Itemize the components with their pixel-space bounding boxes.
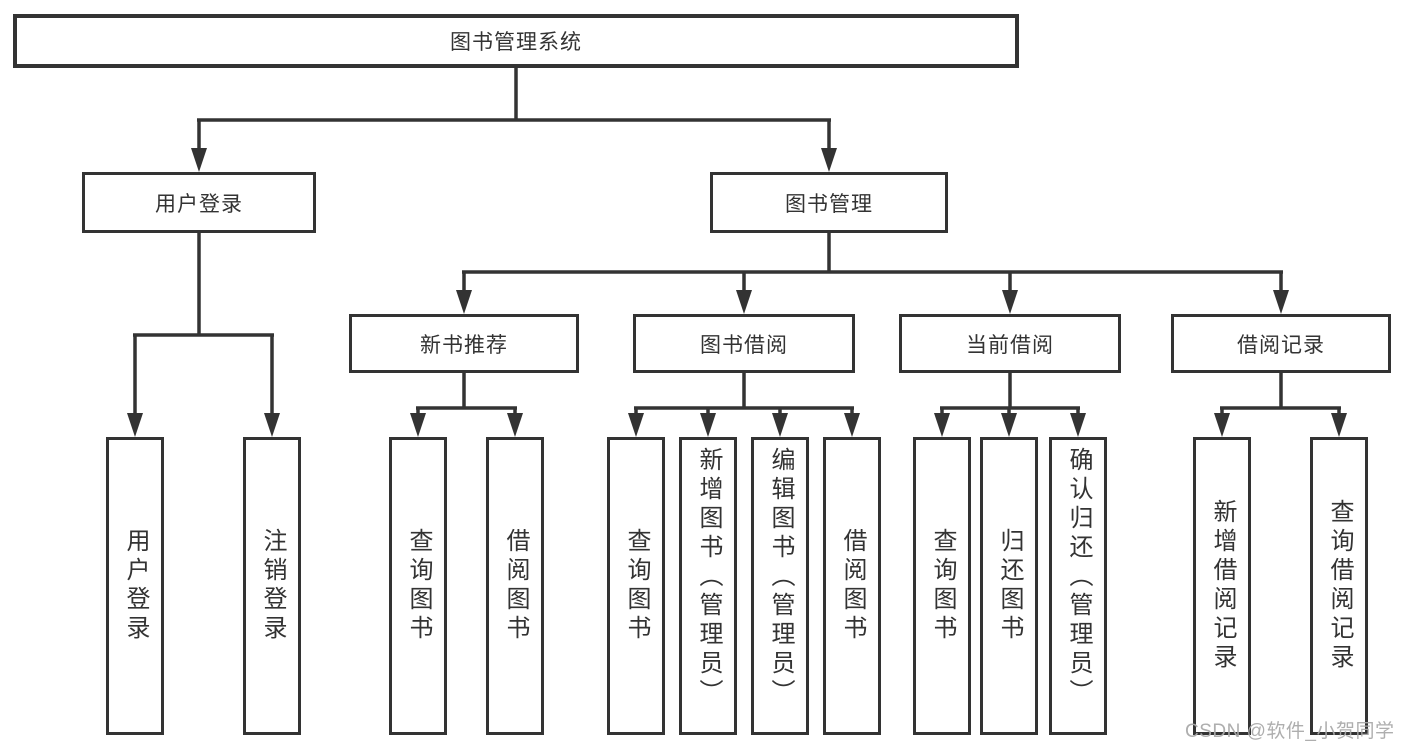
leaf-query-books-3: 查询图书 (913, 437, 971, 735)
leaf-edit-books-admin: 编辑图书（管理员） (751, 437, 809, 735)
arrow-down-icon (1214, 413, 1230, 437)
arrow-down-icon (772, 413, 788, 437)
arrow-down-icon (844, 413, 860, 437)
leaf-add-borrow-record: 新增借阅记录 (1193, 437, 1251, 735)
leaf-query-books-2: 查询图书 (607, 437, 665, 735)
arrow-down-icon (410, 413, 426, 437)
connector-new-book-group (416, 373, 517, 417)
leaf-return-books: 归还图书 (980, 437, 1038, 735)
node-book-management: 图书管理 (710, 172, 948, 233)
node-user-login: 用户登录 (82, 172, 316, 233)
node-current-borrow: 当前借阅 (899, 314, 1121, 373)
arrow-down-icon (507, 413, 523, 437)
arrow-down-icon (700, 413, 716, 437)
arrow-down-icon (1070, 413, 1086, 437)
node-new-book-recommend: 新书推荐 (349, 314, 579, 373)
arrowheads (127, 148, 1347, 437)
leaf-logout: 注销登录 (243, 437, 301, 735)
node-book-borrow: 图书借阅 (633, 314, 855, 373)
arrow-down-icon (456, 290, 472, 314)
connector-book-management-group (462, 233, 1283, 294)
arrow-down-icon (934, 413, 950, 437)
leaf-query-borrow-record: 查询借阅记录 (1310, 437, 1368, 735)
arrow-down-icon (821, 148, 837, 172)
leaf-query-books-1: 查询图书 (389, 437, 447, 735)
arrow-down-icon (1331, 413, 1347, 437)
leaf-confirm-return-admin: 确认归还（管理员） (1049, 437, 1107, 735)
connector-current-group (940, 373, 1080, 417)
leaf-borrow-books-1: 借阅图书 (486, 437, 544, 735)
node-library-system: 图书管理系统 (13, 14, 1019, 68)
connector-root (197, 68, 831, 152)
csdn-watermark: CSDN @软件_小贺同学 (1185, 721, 1395, 742)
connector-user-login-group (133, 233, 274, 417)
arrow-down-icon (1273, 290, 1289, 314)
arrow-down-icon (191, 148, 207, 172)
arrow-down-icon (628, 413, 644, 437)
leaf-borrow-books-2: 借阅图书 (823, 437, 881, 735)
connector-borrow-group (634, 373, 854, 417)
leaf-user-login: 用户登录 (106, 437, 164, 735)
leaf-add-books-admin: 新增图书（管理员） (679, 437, 737, 735)
arrow-down-icon (1002, 290, 1018, 314)
connector-records-group (1220, 373, 1341, 417)
arrow-down-icon (264, 413, 280, 437)
arrow-down-icon (736, 290, 752, 314)
connector-lines (133, 68, 1341, 417)
arrow-down-icon (1001, 413, 1017, 437)
arrow-down-icon (127, 413, 143, 437)
node-borrow-records: 借阅记录 (1171, 314, 1391, 373)
